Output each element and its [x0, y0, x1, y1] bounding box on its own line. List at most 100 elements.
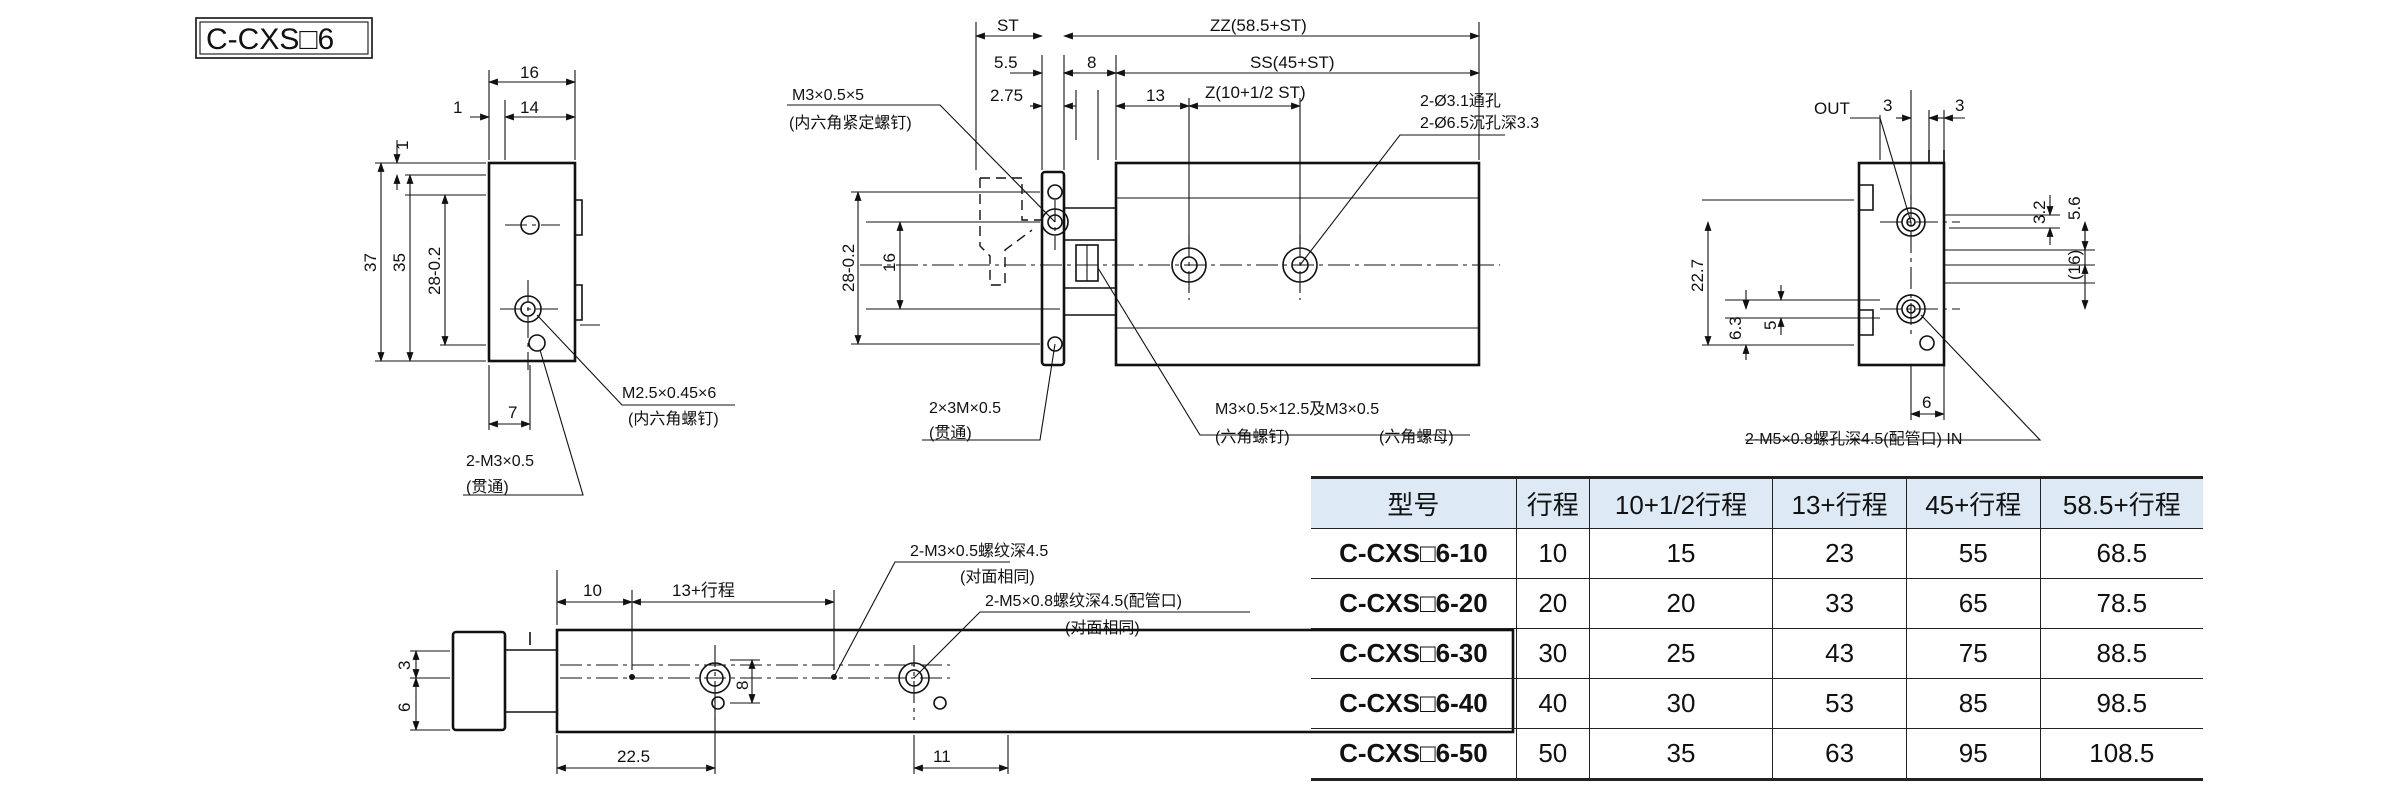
callout-through-hole: 2-Ø3.1通孔: [1420, 92, 1501, 110]
cell-value: 85: [1905, 678, 2041, 729]
dim-6-3: 6.3: [1726, 316, 1745, 340]
callout-set-screw-note: (内六角紧定螺钉): [789, 114, 912, 132]
cell-value: 88.5: [2039, 628, 2203, 679]
dim-11: 11: [933, 747, 951, 766]
cell-model: C-CXS□6-10: [1311, 528, 1517, 579]
dim-2-75: 2.75: [990, 86, 1023, 105]
dim-22-7: 22.7: [1688, 259, 1707, 292]
callout-port-in: 2-M5×0.8螺孔深4.5(配管口) IN: [1745, 430, 1962, 448]
drawing-title: C-CXS□6: [206, 23, 334, 56]
cell-value: 20: [1588, 578, 1774, 629]
cell-value: 68.5: [2039, 528, 2203, 579]
cell-value: 53: [1772, 678, 1907, 729]
dim-3-bottom: 3: [395, 661, 414, 670]
cell-value: 65: [1905, 578, 2041, 629]
cell-value: 98.5: [2039, 678, 2203, 729]
callout-thread-spec: 2-M3×0.5: [466, 453, 534, 470]
dim-5-6: 5.6: [2065, 196, 2084, 220]
cell-value: 23: [1772, 528, 1907, 579]
dim-height-37: 37: [361, 253, 380, 272]
label-out: OUT: [1814, 99, 1850, 118]
cell-model: C-CXS□6-30: [1311, 628, 1517, 679]
cell-value: 35: [1588, 728, 1774, 781]
cell-value: 63: [1772, 728, 1907, 781]
callout-screw-note: (内六角螺钉): [628, 410, 719, 428]
dim-z: Z(10+1/2 ST): [1205, 83, 1306, 102]
dim-28-front: 28-0.2: [839, 244, 858, 292]
dim-width-16: 16: [520, 63, 539, 82]
dim-8: 8: [1087, 53, 1096, 72]
dim-8-bottom: 8: [733, 681, 752, 690]
cell-value: 20: [1515, 578, 1590, 629]
cell-value: 78.5: [2039, 578, 2203, 629]
callout-set-screw-spec: M3×0.5×5: [792, 87, 864, 104]
callout-rear-thread-note: (贯通): [929, 424, 972, 442]
callout-m3-note: (对面相同): [960, 568, 1035, 586]
header-model: 型号: [1311, 476, 1517, 529]
cell-value: 30: [1588, 678, 1774, 729]
cell-value: 75: [1905, 628, 2041, 679]
dim-zz: ZZ(58.5+ST): [1210, 16, 1307, 35]
dim-top-1: 1: [393, 141, 412, 150]
dim-16-paren: (16): [2065, 250, 2084, 280]
dim-height-28: 28-0.2: [425, 247, 444, 295]
cell-value: 40: [1515, 678, 1590, 729]
dim-13-stroke: 13+行程: [672, 581, 735, 600]
header-13-stroke: 13+行程: [1772, 476, 1907, 529]
table-row: C-CXS□6-20 20 20 33 65 78.5: [1311, 578, 2203, 629]
cell-value: 30: [1515, 628, 1590, 679]
dim-22-5: 22.5: [617, 747, 650, 766]
dim-stroke-st: ST: [997, 16, 1019, 35]
cell-value: 25: [1588, 628, 1774, 679]
model-dimension-table: 型号 行程 10+1/2行程 13+行程 45+行程 58.5+行程 C-CXS…: [1311, 476, 2203, 781]
cell-model: C-CXS□6-20: [1311, 578, 1517, 629]
callout-m5-port: 2-M5×0.8螺纹深4.5(配管口): [985, 592, 1182, 610]
bottom-view: 10 13+行程 3 6 8 22.5 11 2-M3×0.5螺纹深4.5 (对…: [395, 542, 1515, 774]
cell-value: 15: [1588, 528, 1774, 579]
cell-value: 50: [1515, 728, 1590, 781]
dim-6-bottom: 6: [395, 703, 414, 712]
side-view-left: 16 1 14 1 37 35 28-0.2 7 M2.5×0.45×6 (内六…: [361, 63, 735, 496]
callout-counterbore: 2-Ø6.5沉孔深3.3: [1420, 114, 1539, 132]
cell-value: 108.5: [2039, 728, 2203, 781]
cell-value: 55: [1905, 528, 2041, 579]
cell-model: C-CXS□6-40: [1311, 678, 1517, 729]
callout-m5-note: (对面相同): [1065, 619, 1140, 637]
cell-value: 43: [1772, 628, 1907, 679]
cell-value: 10: [1515, 528, 1590, 579]
header-zz: 58.5+行程: [2039, 476, 2203, 529]
table-row: C-CXS□6-10 10 15 23 55 68.5: [1311, 528, 2203, 579]
callout-screw-spec: M2.5×0.45×6: [622, 385, 716, 402]
header-stroke: 行程: [1515, 476, 1590, 529]
header-ss: 45+行程: [1905, 476, 2041, 529]
callout-thread-note: (贯通): [466, 478, 509, 496]
table-row: C-CXS□6-30 30 25 43 75 88.5: [1311, 628, 2203, 679]
dim-6-right: 6: [1922, 393, 1931, 412]
dim-13: 13: [1146, 86, 1165, 105]
table-header-row: 型号 行程 10+1/2行程 13+行程 45+行程 58.5+行程: [1311, 476, 2203, 529]
dim-3-a: 3: [1883, 96, 1892, 115]
side-view-right: OUT 3 3 3.2 5.6 22.7 (16) 6.3 5 6 2-M5×0…: [1688, 90, 2095, 448]
dim-height-35: 35: [390, 253, 409, 272]
cell-value: 95: [1905, 728, 2041, 781]
dim-ss: SS(45+ST): [1250, 53, 1335, 72]
dim-offset-1: 1: [453, 98, 462, 117]
callout-hex-bolt-note: (六角螺钉): [1215, 428, 1290, 446]
dim-3-b: 3: [1955, 96, 1964, 115]
dim-16-front: 16: [880, 253, 899, 272]
callout-rear-thread-spec: 2×3M×0.5: [929, 400, 1001, 417]
cell-value: 33: [1772, 578, 1907, 629]
dim-5-right: 5: [1761, 321, 1780, 330]
dim-3-2: 3.2: [2030, 200, 2049, 224]
table-row: C-CXS□6-40 40 30 53 85 98.5: [1311, 678, 2203, 729]
callout-hex-bolt-spec: M3×0.5×12.5及M3×0.5: [1215, 401, 1379, 418]
front-view: ST ZZ(58.5+ST) 5.5 8 SS(45+ST) 2.75 13 Z…: [787, 16, 1539, 446]
table-row: C-CXS□6-50 50 35 63 95 108.5: [1311, 728, 2203, 781]
callout-m3-thread: 2-M3×0.5螺纹深4.5: [910, 542, 1048, 560]
dim-width-14: 14: [520, 98, 539, 117]
dim-10-bottom: 10: [583, 581, 602, 600]
dim-5-5: 5.5: [994, 53, 1018, 72]
callout-hex-nut-note: (六角螺母): [1379, 428, 1454, 446]
header-z: 10+1/2行程: [1588, 476, 1774, 529]
